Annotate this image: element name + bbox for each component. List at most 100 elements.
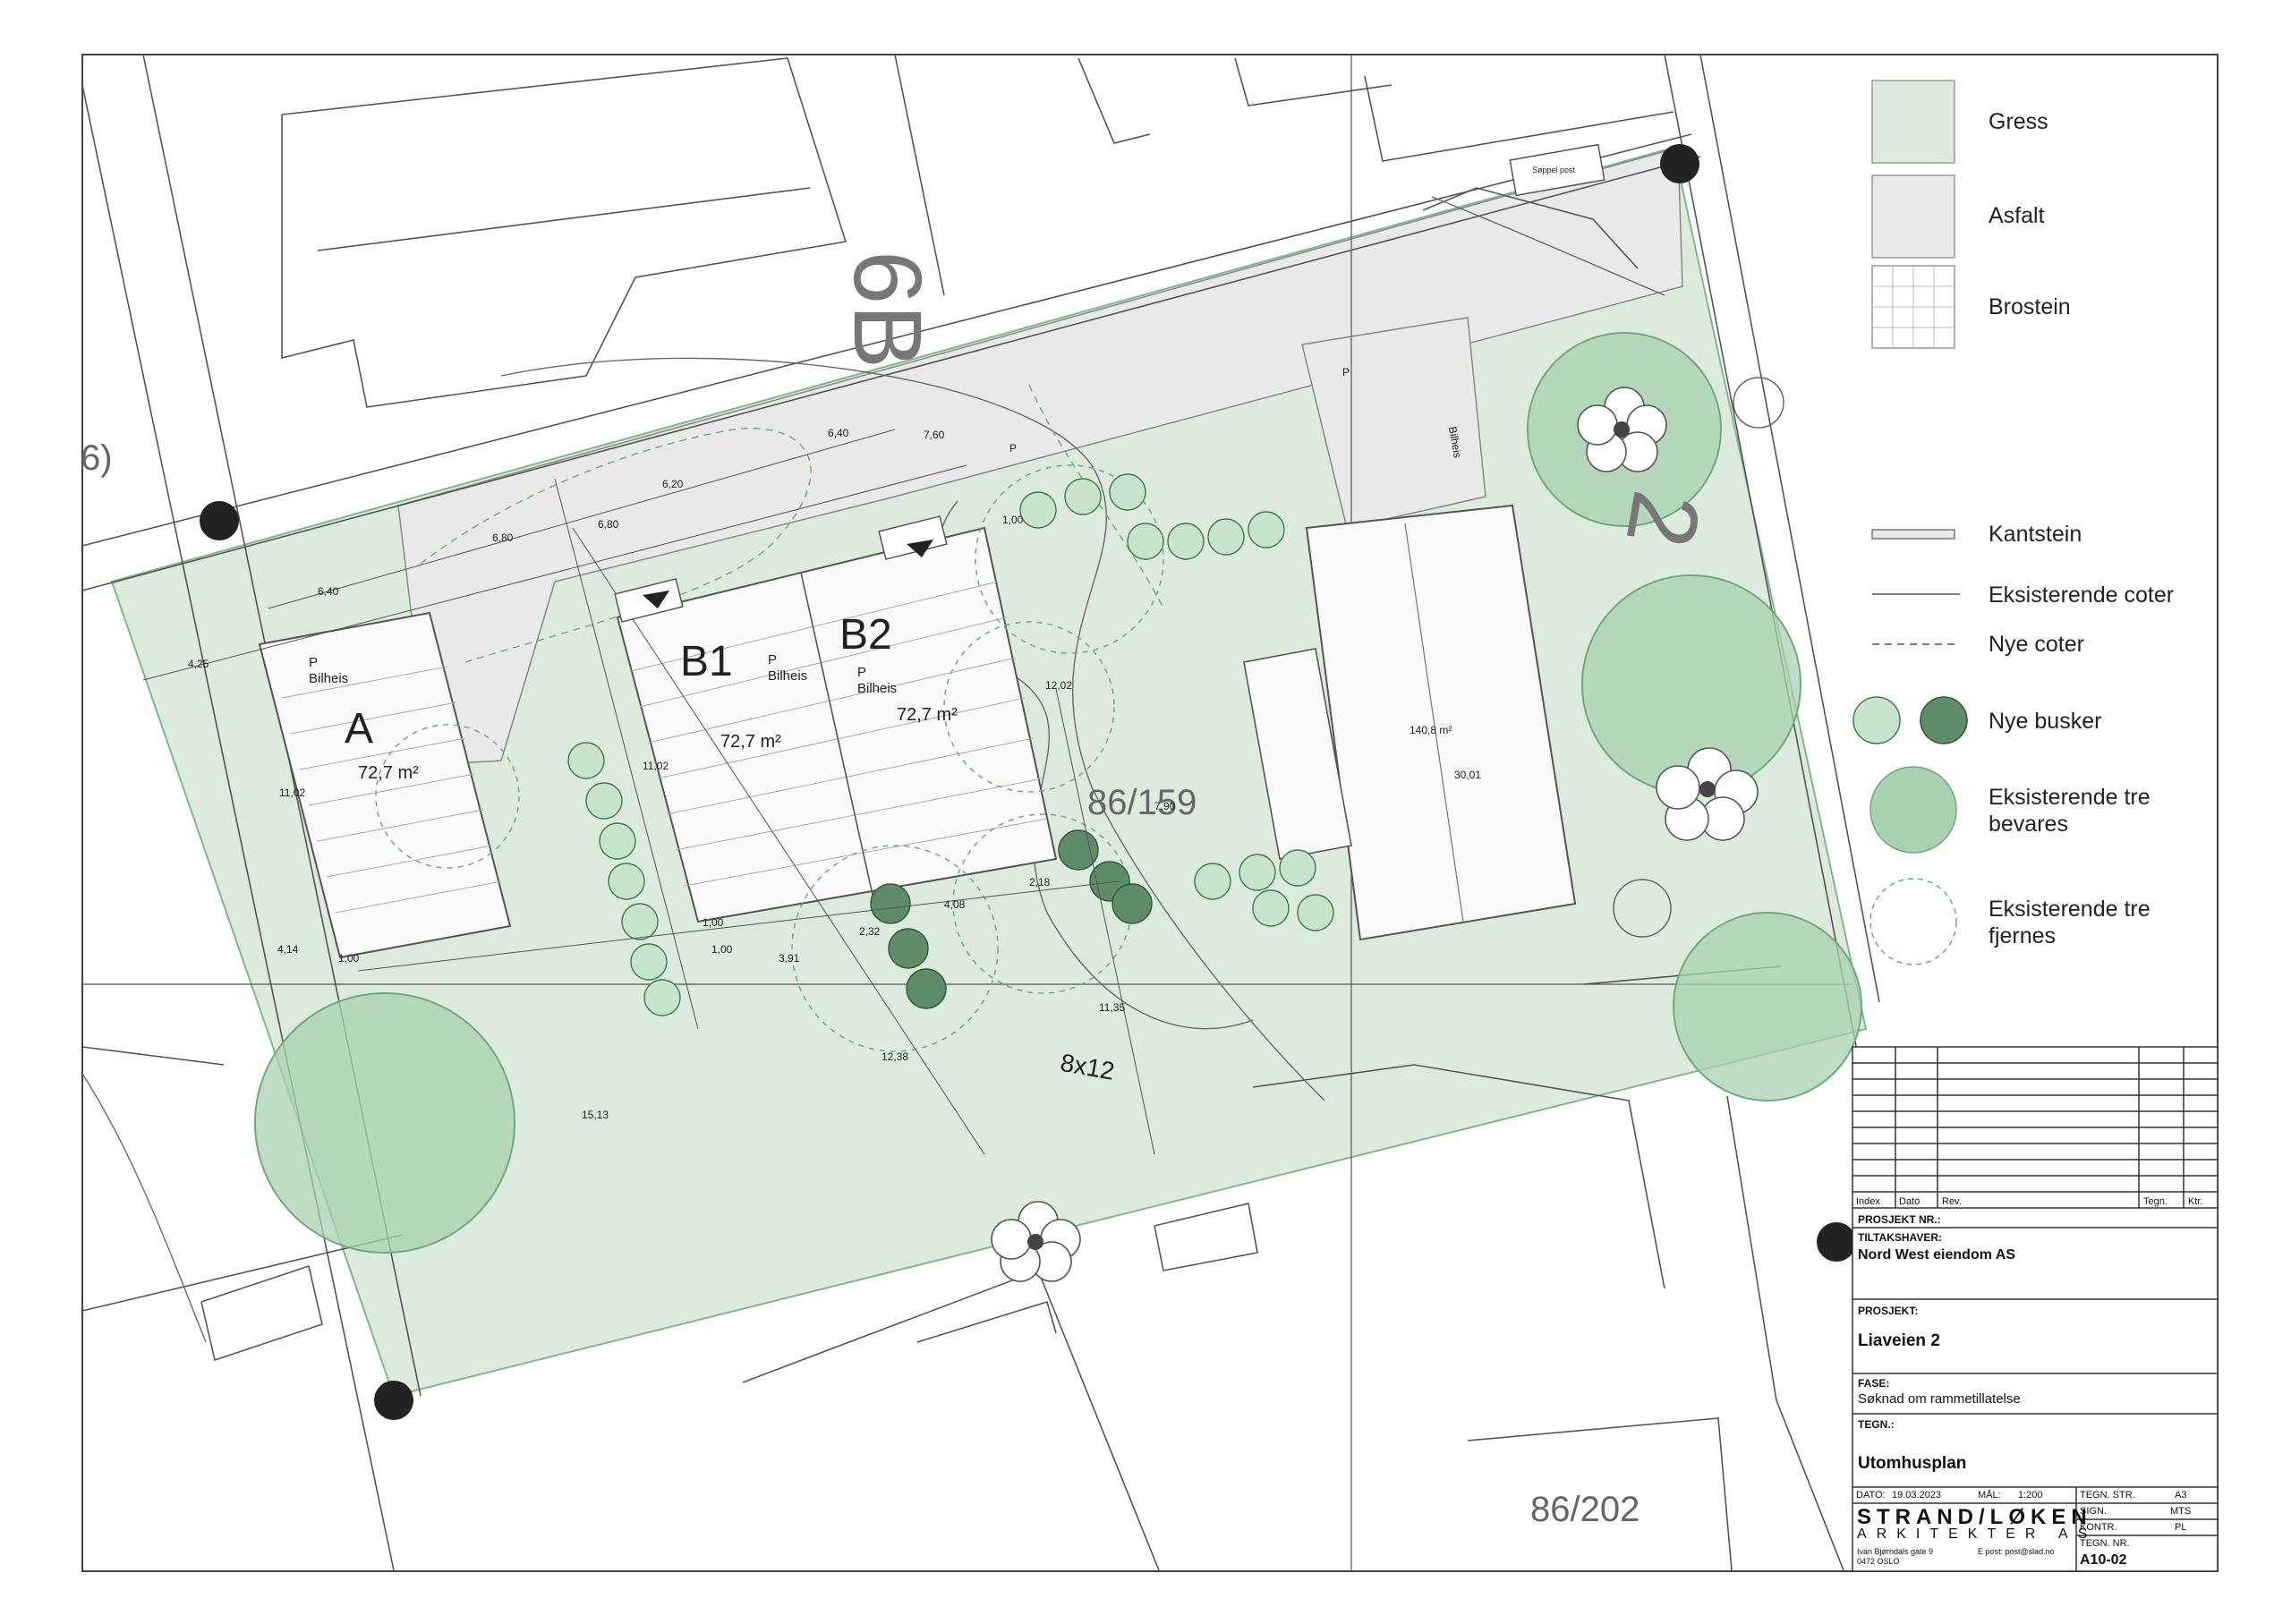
parcel-label-main: 86/159	[1087, 783, 1197, 822]
building-b-hatch	[630, 572, 1048, 896]
partial-road-number: 6)	[81, 438, 113, 478]
parking-p-label: P	[1342, 366, 1350, 378]
site-area: 86/159 86/202 6B 2 6) 8x12 A 72,7 m² P B…	[81, 54, 1880, 1571]
building-b	[616, 526, 1058, 923]
dim-14: 2,32	[859, 925, 881, 938]
road-lines	[81, 54, 1880, 1571]
legend-tree-remove	[1869, 878, 1957, 965]
legend-label-kantstein: Kantstein	[1989, 522, 2082, 547]
existing-contours	[81, 196, 1665, 1343]
tegn-str-value: A3	[2175, 1490, 2187, 1501]
prosjekt-nr-label: PROSJEKT NR.:	[1858, 1213, 1941, 1226]
parcel-label-south: 86/202	[1530, 1490, 1639, 1529]
prosjekt-value: Liaveien 2	[1858, 1331, 1940, 1350]
legend-label-new-bushes: Nye busker	[1989, 709, 2102, 734]
dim-4: 6,40	[828, 427, 849, 439]
parking-p-label-2: P	[1009, 442, 1017, 455]
building-b2-lift: Bilheis	[857, 681, 897, 696]
legend-swatch-kantstein	[1871, 529, 1955, 540]
new-bushes-dark	[870, 829, 1153, 1009]
dim-6: 4,25	[188, 658, 209, 670]
dato-value: 19.03.2023	[1892, 1490, 1942, 1501]
legend-label-gress: Gress	[1989, 109, 2048, 134]
legend-label-tree-remove: Eksisterende tre fjernes	[1989, 897, 2150, 948]
building-b2-area: 72,7 m²	[897, 705, 958, 725]
firm-address-1: Ivan Bjørndals gate 9	[1857, 1547, 1934, 1556]
dim-12: 1,00	[711, 943, 733, 956]
building-a-area: 72,7 m²	[358, 763, 419, 783]
dim-17: 12,02	[1045, 679, 1072, 692]
tree-kept-4	[254, 992, 515, 1254]
dim-9: 4,14	[277, 943, 299, 956]
tree-removed-5	[375, 724, 520, 869]
dim-21: 7,90	[1154, 800, 1176, 812]
rev-header-index: Index	[1856, 1196, 1880, 1207]
boundary-markers	[200, 144, 1856, 1420]
trees-removed	[375, 464, 1164, 1052]
building-a	[258, 611, 512, 959]
building-a-lift: Bilheis	[309, 671, 348, 686]
legend-label-brostein: Brostein	[1989, 294, 2071, 319]
legend-swatch-brostein	[1871, 265, 1955, 349]
entrance-markers	[614, 143, 1605, 623]
neighbour-outlines	[81, 57, 1844, 1571]
tegn-value: Utomhusplan	[1858, 1454, 1967, 1473]
rev-header-tegn: Tegn.	[2143, 1196, 2168, 1207]
tree-removed-1	[975, 464, 1164, 654]
legend-bush-light	[1852, 696, 1901, 744]
dim-20: 15,13	[582, 1109, 609, 1121]
sheet-border	[81, 54, 2219, 1572]
fase-value: Søknad om rammetillatelse	[1858, 1391, 2021, 1407]
new-bushes-light	[567, 473, 1334, 1016]
tegn-label: TEGN.:	[1858, 1418, 1895, 1431]
tegn-nr-label: TEGN. NR.	[2080, 1538, 2130, 1549]
dim-24: 1,00	[1002, 514, 1024, 526]
maal-value: 1:200	[2018, 1490, 2043, 1501]
dim-18: 11,35	[1099, 1001, 1125, 1014]
title-block-frame	[1852, 1046, 2219, 1572]
existing-lift-label: Bilheis	[1446, 426, 1464, 459]
flower-trees	[991, 387, 1759, 1282]
building-b1-label: B1	[680, 638, 733, 685]
building-b2-label: B2	[839, 611, 892, 659]
firm-address-2: 0472 OSLO	[1857, 1557, 1900, 1566]
firm-logo-sub: ARKITEKTER AS	[1857, 1526, 2098, 1542]
dimension-lines	[142, 429, 1155, 1155]
tiltakshaver-value: Nord West eiendom AS	[1858, 1247, 2016, 1263]
legend-tree-keep	[1869, 766, 1957, 854]
dim-10: 1,00	[338, 952, 360, 965]
legend-label-new-contours: Nye coter	[1989, 632, 2084, 657]
rev-header-dato: Dato	[1899, 1196, 1921, 1207]
dim-1: 6,40	[318, 585, 339, 598]
tree-trunks	[1027, 421, 1716, 1250]
waste-sign: Søppel post	[1532, 166, 1576, 174]
dato-label: DATO:	[1856, 1490, 1886, 1501]
building-b2-parking: P	[857, 665, 866, 680]
road-number-6b: 6B	[834, 251, 942, 369]
new-buildings	[258, 504, 1577, 959]
small-existing-tree-2	[1613, 879, 1672, 938]
tegn-nr-value: A10-02	[2080, 1552, 2127, 1568]
sign-label: SIGN.	[2080, 1506, 2107, 1517]
kontr-label: KONTR.	[2080, 1522, 2117, 1533]
rev-header-ktr: Ktr.	[2188, 1196, 2203, 1207]
asphalt-parking	[1301, 317, 1486, 529]
legend-swatch-gress	[1871, 80, 1955, 164]
dim-16: 2,18	[1029, 876, 1051, 889]
tiltakshaver-label: TILTAKSHAVER:	[1858, 1231, 1942, 1244]
building-b1-lift: Bilheis	[768, 668, 807, 684]
dim-3: 6,20	[662, 478, 684, 490]
legend-label-existing-contours: Eksisterende coter	[1989, 582, 2175, 608]
firm-logo-main: STRAND/LØKEN	[1857, 1505, 2092, 1529]
tree-removed-3	[791, 845, 999, 1052]
tegn-str-label: TEGN. STR.	[2080, 1490, 2135, 1501]
building-a-hatch	[281, 666, 502, 914]
legend-swatch-asfalt	[1871, 174, 1955, 259]
building-b1-parking: P	[768, 652, 777, 667]
sign-value: MTS	[2170, 1506, 2192, 1517]
building-b1-area: 72,7 m²	[720, 732, 781, 752]
existing-building-area: 140,8 m²	[1410, 724, 1452, 736]
firm-email: E post: post@slad.no	[1978, 1547, 2055, 1556]
